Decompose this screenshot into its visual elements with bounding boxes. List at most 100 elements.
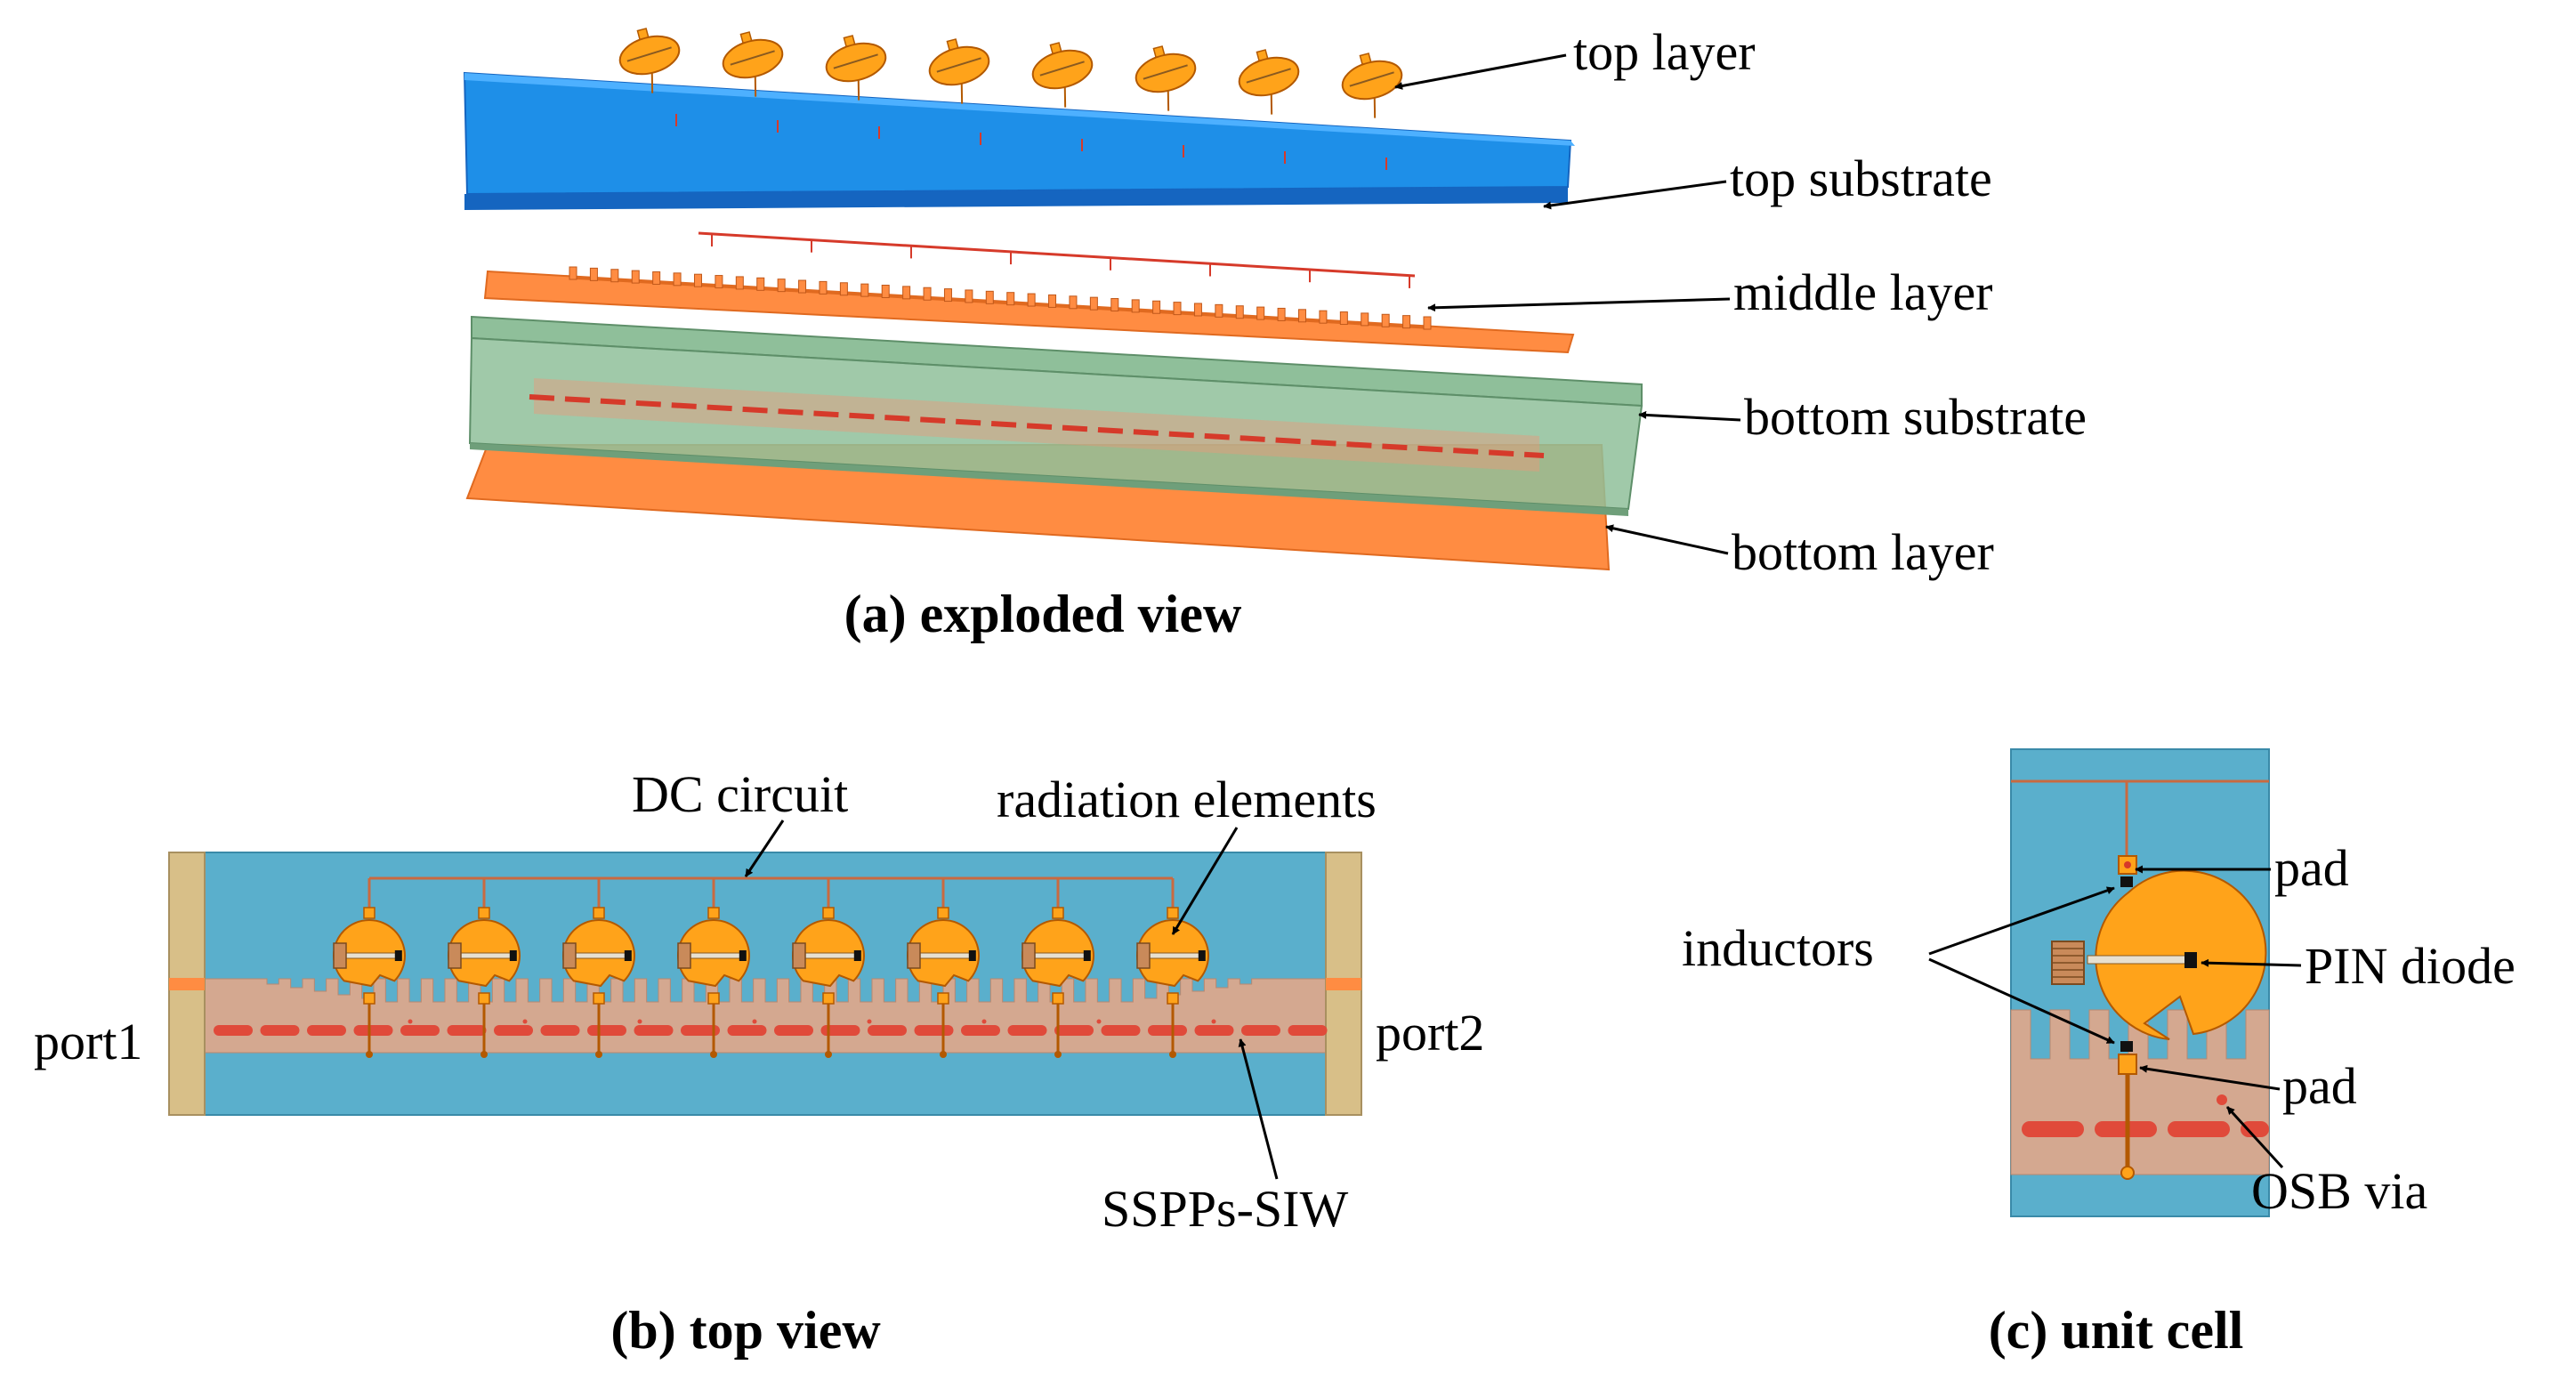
label-port2: port2 [1376, 1004, 1484, 1062]
middle-layer-tooth [1215, 303, 1223, 318]
panel-c-unit-cell: pad inductors PIN diode pad OSB via (c) … [1682, 748, 2515, 1360]
siw-slot [914, 1025, 954, 1036]
middle-layer-tooth [1381, 313, 1390, 327]
bias-via [1169, 1051, 1176, 1058]
siw-slot [1148, 1025, 1187, 1036]
label-bottom-layer: bottom layer [1732, 523, 1994, 581]
middle-layer-tooth [589, 267, 598, 281]
top-layer-element [928, 38, 990, 104]
label-inductors: inductors [1682, 919, 1874, 977]
middle-layer-tooth [1110, 298, 1119, 312]
middle-layer-tooth [631, 270, 640, 284]
top-layer-element [722, 31, 784, 97]
top-layer-element [1031, 42, 1094, 108]
middle-layer-tooth [1423, 316, 1432, 330]
label-dc-circuit: DC circuit [632, 765, 848, 823]
middle-layer-strip [483, 231, 1575, 354]
siw-slot [681, 1025, 720, 1036]
siw-slot [307, 1025, 346, 1036]
middle-layer-tooth [1193, 303, 1202, 317]
label-pin-diode: PIN diode [2305, 937, 2515, 995]
middle-layer-tooth [1339, 311, 1348, 326]
label-middle-layer: middle layer [1733, 263, 1993, 321]
bias-via [595, 1051, 602, 1058]
middle-layer-tooth [610, 269, 619, 283]
middle-layer-tooth [1256, 306, 1265, 320]
siw-slot [961, 1025, 1000, 1036]
middle-layer-tooth [1131, 299, 1140, 313]
osb-via-b [981, 1019, 987, 1024]
middle-layer-tooth [756, 277, 765, 291]
pad-bottom [2118, 1054, 2137, 1075]
middle-layer-tooth [673, 272, 682, 287]
middle-layer-tooth [569, 266, 577, 280]
label-bottom-substrate: bottom substrate [1744, 388, 2087, 446]
bottom-substrate-plate [468, 315, 1643, 516]
label-sspps-siw: SSPPs-SIW [1102, 1180, 1348, 1238]
radiation-element [907, 907, 980, 1005]
bias-via [366, 1051, 373, 1058]
siw-slot [1054, 1025, 1094, 1036]
middle-layer-tooth [839, 282, 848, 296]
middle-layer-tooth [1006, 292, 1015, 306]
middle-layer-tooth [943, 288, 952, 303]
middle-layer-tooth [1235, 305, 1244, 319]
inductor-bottom [2120, 1041, 2133, 1052]
label-pad-bottom: pad [2282, 1057, 2357, 1115]
middle-layer-tooth [1402, 315, 1411, 329]
middle-layer-tooth [1069, 295, 1078, 310]
top-layer-element [1238, 49, 1300, 115]
top-layer-element [825, 35, 887, 101]
bias-via [940, 1051, 947, 1058]
middle-layer-tooth [1027, 293, 1036, 307]
osb-via-b [1211, 1019, 1216, 1024]
top-layer-element [1341, 52, 1403, 118]
top-substrate-plate [463, 71, 1575, 210]
panel-b-top-view: DC circuit radiation elements port1 port… [34, 765, 1484, 1360]
siw-slot [447, 1025, 487, 1036]
siw-slot [260, 1025, 300, 1036]
bias-via [825, 1051, 832, 1058]
siw-slot [868, 1025, 907, 1036]
caption-b: (b) top view [610, 1301, 881, 1360]
top-layer-elements [618, 28, 1403, 118]
siw-slots [214, 1025, 1328, 1036]
middle-layer-tooth [652, 271, 661, 285]
label-radiation-elements: radiation elements [997, 771, 1377, 828]
middle-layer-tooth [881, 284, 890, 298]
siw-slot [1007, 1025, 1047, 1036]
middle-layer-tooth [902, 286, 911, 300]
siw-slot [494, 1025, 533, 1036]
middle-layer-tooth [735, 276, 744, 290]
siw-slot [1241, 1025, 1280, 1036]
middle-layer-tooth [1298, 309, 1307, 323]
radiation-element [792, 907, 865, 1005]
unit-cell-patch [2051, 855, 2267, 1180]
osb-via-b [637, 1019, 642, 1024]
middle-layer-tooth [715, 275, 723, 289]
bias-via [710, 1051, 717, 1058]
inductor-top [2120, 876, 2133, 887]
middle-layer-tooth [819, 280, 828, 295]
label-top-substrate: top substrate [1730, 149, 1992, 207]
siw-slot [1288, 1025, 1328, 1036]
osb-via-b [408, 1019, 413, 1024]
radiation-element [1022, 907, 1094, 1005]
siw-slot [727, 1025, 767, 1036]
middle-layer-tooth [1319, 310, 1328, 324]
label-pad-top: pad [2274, 839, 2349, 897]
siw-slot [820, 1025, 860, 1036]
middle-layer-tooth [1089, 296, 1098, 311]
osb-via [2217, 1094, 2227, 1105]
siw-slot [634, 1025, 674, 1036]
osb-via-b [1096, 1019, 1102, 1024]
radiation-elements [333, 907, 1209, 1005]
caption-a: (a) exploded view [844, 585, 1242, 643]
osb-via-b [752, 1019, 757, 1024]
top-layer-element [618, 28, 681, 93]
middle-layer-tooth [965, 289, 973, 303]
panel-a-exploded-view: top layer top substrate middle layer bot… [463, 23, 2087, 643]
osb-via-b [867, 1019, 872, 1024]
middle-layer-tooth [860, 283, 869, 297]
middle-layer-tooth [777, 279, 786, 293]
